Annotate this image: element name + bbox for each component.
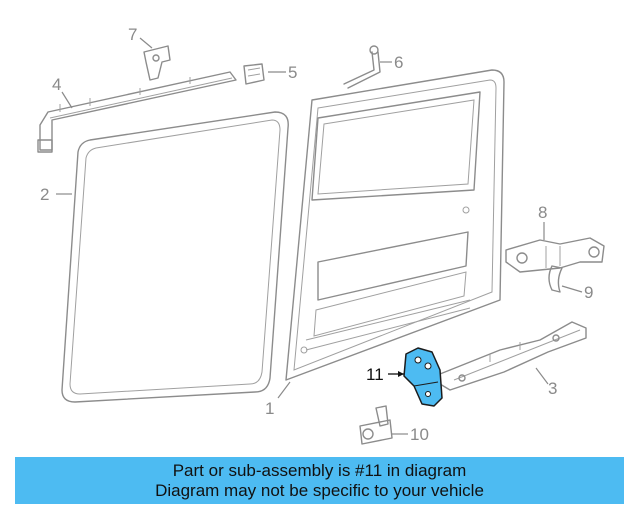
info-banner: Part or sub-assembly is #11 in diagram D…	[15, 457, 624, 504]
leader-lines	[56, 37, 583, 435]
part-3-lower-track	[439, 321, 587, 391]
callout-1: 1	[265, 399, 274, 418]
part-4-upper-track	[37, 71, 237, 153]
part-7-roller-bracket	[143, 45, 171, 81]
callout-5: 5	[288, 63, 297, 82]
part-1-door-panel	[285, 69, 505, 381]
callout-11[interactable]: 11	[366, 365, 384, 384]
callout-2: 2	[40, 185, 49, 204]
callout-6: 6	[394, 53, 403, 72]
callout-4: 4	[52, 75, 61, 94]
part-11-hinge-bracket[interactable]	[403, 347, 443, 407]
banner-line-2: Diagram may not be specific to your vehi…	[155, 481, 484, 500]
callout-7: 7	[128, 25, 137, 44]
part-5-bracket	[243, 63, 265, 85]
callout-10: 10	[410, 425, 429, 444]
part-9-bumper	[548, 265, 563, 293]
part-2-weatherstrip	[61, 111, 289, 403]
parts-diagram: 1 2 3 4 5 6 7 8 9 10 11	[37, 25, 605, 445]
callout-3: 3	[548, 379, 557, 398]
part-6-rod	[343, 45, 381, 89]
callout-9: 9	[584, 283, 593, 302]
part-8-hinge-roller	[505, 237, 605, 273]
banner-line-1: Part or sub-assembly is #11 in diagram	[172, 461, 467, 480]
callout-8: 8	[538, 203, 547, 222]
part-10-lower-bracket	[359, 405, 393, 445]
